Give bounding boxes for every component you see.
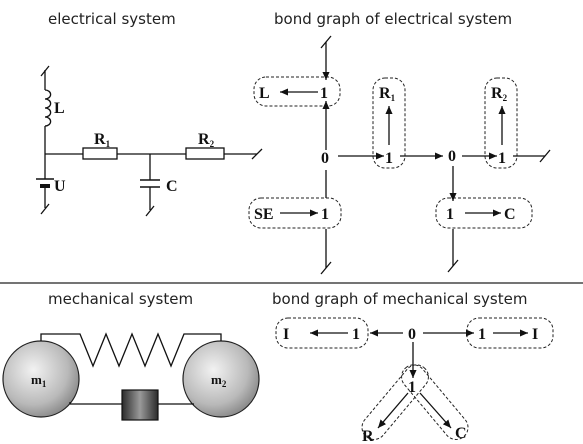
node-1-left: 1 [352, 326, 360, 343]
bond-break-right [539, 149, 551, 163]
node-I-right: I [532, 326, 538, 343]
label-mass-m2: m2 [211, 372, 227, 389]
bond-1-to-C [419, 392, 452, 429]
node-C: C [504, 206, 516, 223]
label-resistor-R1: R1 [94, 131, 111, 149]
spring [40, 332, 222, 368]
wire-break-right [251, 148, 263, 160]
electrical-circuit: L R1 R2 U C [36, 65, 263, 217]
title-mechanical-system: mechanical system [48, 290, 193, 308]
group-L-1 [253, 76, 341, 107]
node-0-left: 0 [321, 150, 329, 167]
node-1-r2: 1 [498, 150, 506, 167]
bond-graph-mechanical: I 1 0 1 I 1 R C [275, 317, 554, 444]
label-inductor-L: L [54, 100, 65, 117]
group-1-C [401, 364, 469, 440]
group-1-R [361, 364, 429, 440]
bond-break-bottom-left [320, 261, 332, 275]
resistor-r1 [82, 147, 118, 160]
node-R: R [362, 428, 374, 444]
title-bond-graph-electrical: bond graph of electrical system [274, 10, 512, 28]
node-0: 0 [408, 326, 416, 343]
bond-1-to-R [377, 392, 409, 429]
wire-break-bottom-left [40, 203, 50, 215]
wire-break-capacitor [145, 205, 155, 217]
group-1-C [435, 197, 533, 229]
node-SE: SE [254, 206, 274, 223]
group-R2-1 [484, 77, 518, 169]
label-resistor-R2: R2 [198, 131, 215, 149]
bond-graph-electrical: L 1 R1 R2 0 1 0 1 SE 1 1 C [248, 35, 551, 275]
node-1-right: 1 [478, 326, 486, 343]
node-I-left: I [283, 326, 289, 343]
group-I-1-left [275, 317, 369, 349]
node-1-se: 1 [321, 206, 329, 223]
damper-cylinder [121, 389, 159, 421]
mechanical-system: m1 m2 [2, 332, 260, 421]
label-capacitor-C: C [166, 178, 178, 195]
node-0-mid: 0 [448, 148, 456, 165]
inductor-coil [44, 89, 52, 127]
bond-break-bottom-mid [447, 259, 459, 273]
title-bond-graph-mechanical: bond graph of mechanical system [272, 290, 527, 308]
node-1-bottom: 1 [408, 379, 416, 396]
group-R1-1 [372, 77, 406, 169]
label-source-U: U [54, 178, 66, 195]
group-1-I-right [466, 317, 554, 349]
node-C: C [455, 425, 467, 442]
node-R2: R2 [491, 85, 508, 103]
node-1-r1: 1 [385, 150, 393, 167]
resistor-r2 [185, 147, 225, 160]
node-R1: R1 [379, 85, 396, 103]
bond-break-top [320, 35, 332, 49]
node-1-top: 1 [320, 85, 328, 102]
group-SE-1 [248, 197, 342, 229]
title-electrical-system: electrical system [48, 10, 176, 28]
node-L: L [259, 85, 270, 102]
node-1-c: 1 [446, 206, 454, 223]
label-mass-m1: m1 [31, 372, 47, 389]
